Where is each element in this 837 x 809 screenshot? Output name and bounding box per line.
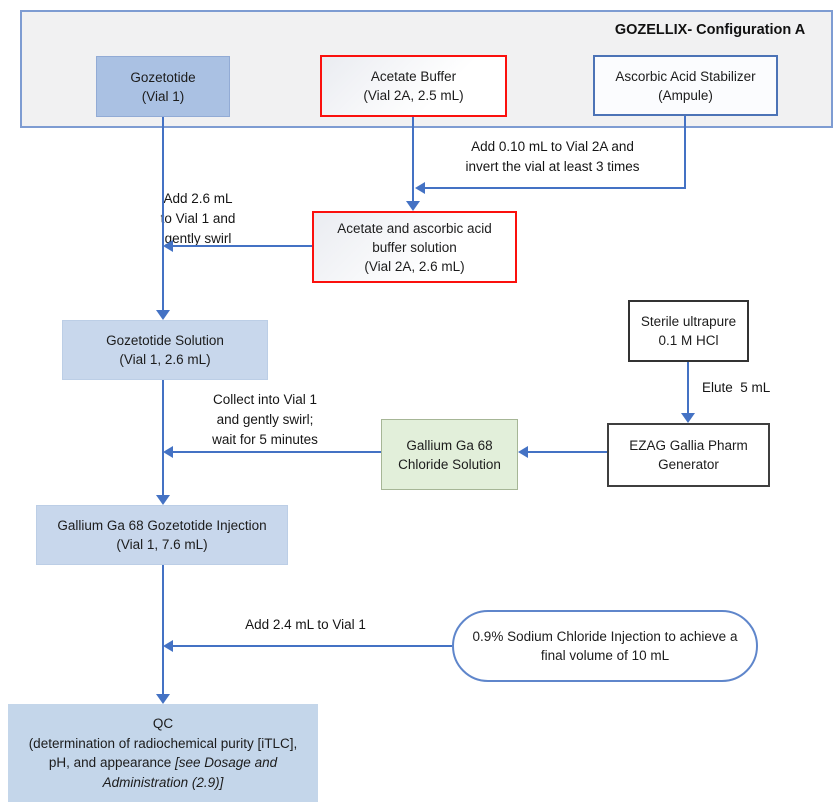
arrow-ascorbic-left-line [425, 187, 686, 189]
node-line: Gozetotide [130, 69, 196, 85]
arrow-hcl-to-generator-head [681, 413, 695, 423]
node-line: Sterile ultrapure [640, 314, 737, 329]
label-add-010ml: Add 0.10 mL to Vial 2A and invert the vi… [465, 139, 640, 174]
node-buffer-solution: Acetate and ascorbic acid buffer solutio… [312, 211, 517, 283]
arrow-buffersolution-left-head [163, 240, 173, 252]
arrow-generator-to-gallium-head [518, 446, 528, 458]
node-line: Ascorbic Acid Stabilizer [615, 68, 756, 84]
arrow-ascorbic-left-head [415, 182, 425, 194]
node-line: (Vial 2A, 2.5 mL) [363, 88, 464, 103]
node-line: Gozetotide Solution [106, 333, 224, 348]
node-line: (Ampule) [658, 87, 713, 103]
node-line: Gallium Ga 68 Gozetotide Injection [57, 518, 267, 533]
label-add-24ml: Add 2.4 mL to Vial 1 [245, 617, 366, 632]
node-line: Generator [658, 457, 719, 472]
node-line: 0.9% Sodium Chloride Injection to achiev… [472, 629, 738, 644]
node-line: EZAG Gallia Pharm [629, 438, 748, 453]
arrow-acetate-to-buffersolution-line [412, 117, 414, 201]
node-gozetotide-vial1: Gozetotide (Vial 1) [96, 56, 230, 117]
arrow-buffersolution-left-line [173, 245, 312, 247]
node-line: buffer solution [372, 239, 457, 255]
node-sodium-chloride: 0.9% Sodium Chloride Injection to achiev… [452, 610, 758, 682]
arrow-generator-to-gallium-line [528, 451, 607, 453]
arrow-gallium-left-head [163, 446, 173, 458]
node-line: Gallium Ga 68 [406, 437, 493, 453]
arrow-injection-to-qc-line [162, 565, 164, 694]
node-line: final volume of 10 mL [540, 648, 670, 663]
node-qc: QC (determination of radiochemical purit… [8, 704, 318, 802]
arrow-gozetotide-to-solution-head [156, 310, 170, 320]
node-line: Chloride Solution [398, 456, 501, 472]
node-ascorbic-acid-stabilizer: Ascorbic Acid Stabilizer (Ampule) [593, 55, 778, 116]
node-line: (Vial 1, 7.6 mL) [116, 537, 208, 552]
node-gallium-chloride-solution: Gallium Ga 68 Chloride Solution [381, 419, 518, 490]
arrow-gallium-left-line [173, 451, 381, 453]
label-elute-5ml: Elute 5 mL [702, 380, 771, 395]
qc-line: (determination of radiochemical purity [… [28, 735, 298, 751]
node-line: (Vial 2A, 2.6 mL) [364, 258, 465, 274]
arrow-ascorbic-down-line [684, 116, 686, 188]
node-line: Acetate and ascorbic acid [337, 220, 492, 236]
node-sterile-hcl: Sterile ultrapure 0.1 M HCl [628, 300, 749, 362]
node-line: (Vial 1) [141, 88, 185, 104]
arrow-solution-to-injection-head [156, 495, 170, 505]
node-line: (Vial 1, 2.6 mL) [119, 352, 211, 367]
node-line: 0.1 M HCl [658, 333, 719, 348]
arrow-hcl-to-generator-line [687, 362, 689, 413]
qc-line: Administration (2.9)] [102, 774, 224, 790]
node-gozetotide-solution: Gozetotide Solution (Vial 1, 2.6 mL) [62, 320, 268, 380]
arrow-injection-to-qc-head [156, 694, 170, 704]
label-add-26ml: Add 2.6 mL to Vial 1 and gently swirl [160, 191, 236, 246]
arrow-saline-left-line [173, 645, 452, 647]
node-acetate-buffer: Acetate Buffer (Vial 2A, 2.5 mL) [320, 55, 507, 117]
node-line: Acetate Buffer [370, 69, 457, 84]
diagram-title: GOZELLIX- Configuration A [614, 22, 806, 38]
label-collect-vial1: Collect into Vial 1 and gently swirl; wa… [212, 392, 318, 447]
arrow-solution-to-injection-line [162, 380, 164, 495]
arrow-saline-left-head [163, 640, 173, 652]
qc-line: QC [152, 716, 174, 731]
arrow-acetate-to-buffersolution-head [406, 201, 420, 211]
node-ga68-injection: Gallium Ga 68 Gozetotide Injection (Vial… [36, 505, 288, 565]
node-ezag-generator: EZAG Gallia Pharm Generator [607, 423, 770, 487]
arrow-gozetotide-to-solution-line [162, 117, 164, 311]
qc-line: pH, and appearance [see Dosage and [48, 755, 278, 770]
